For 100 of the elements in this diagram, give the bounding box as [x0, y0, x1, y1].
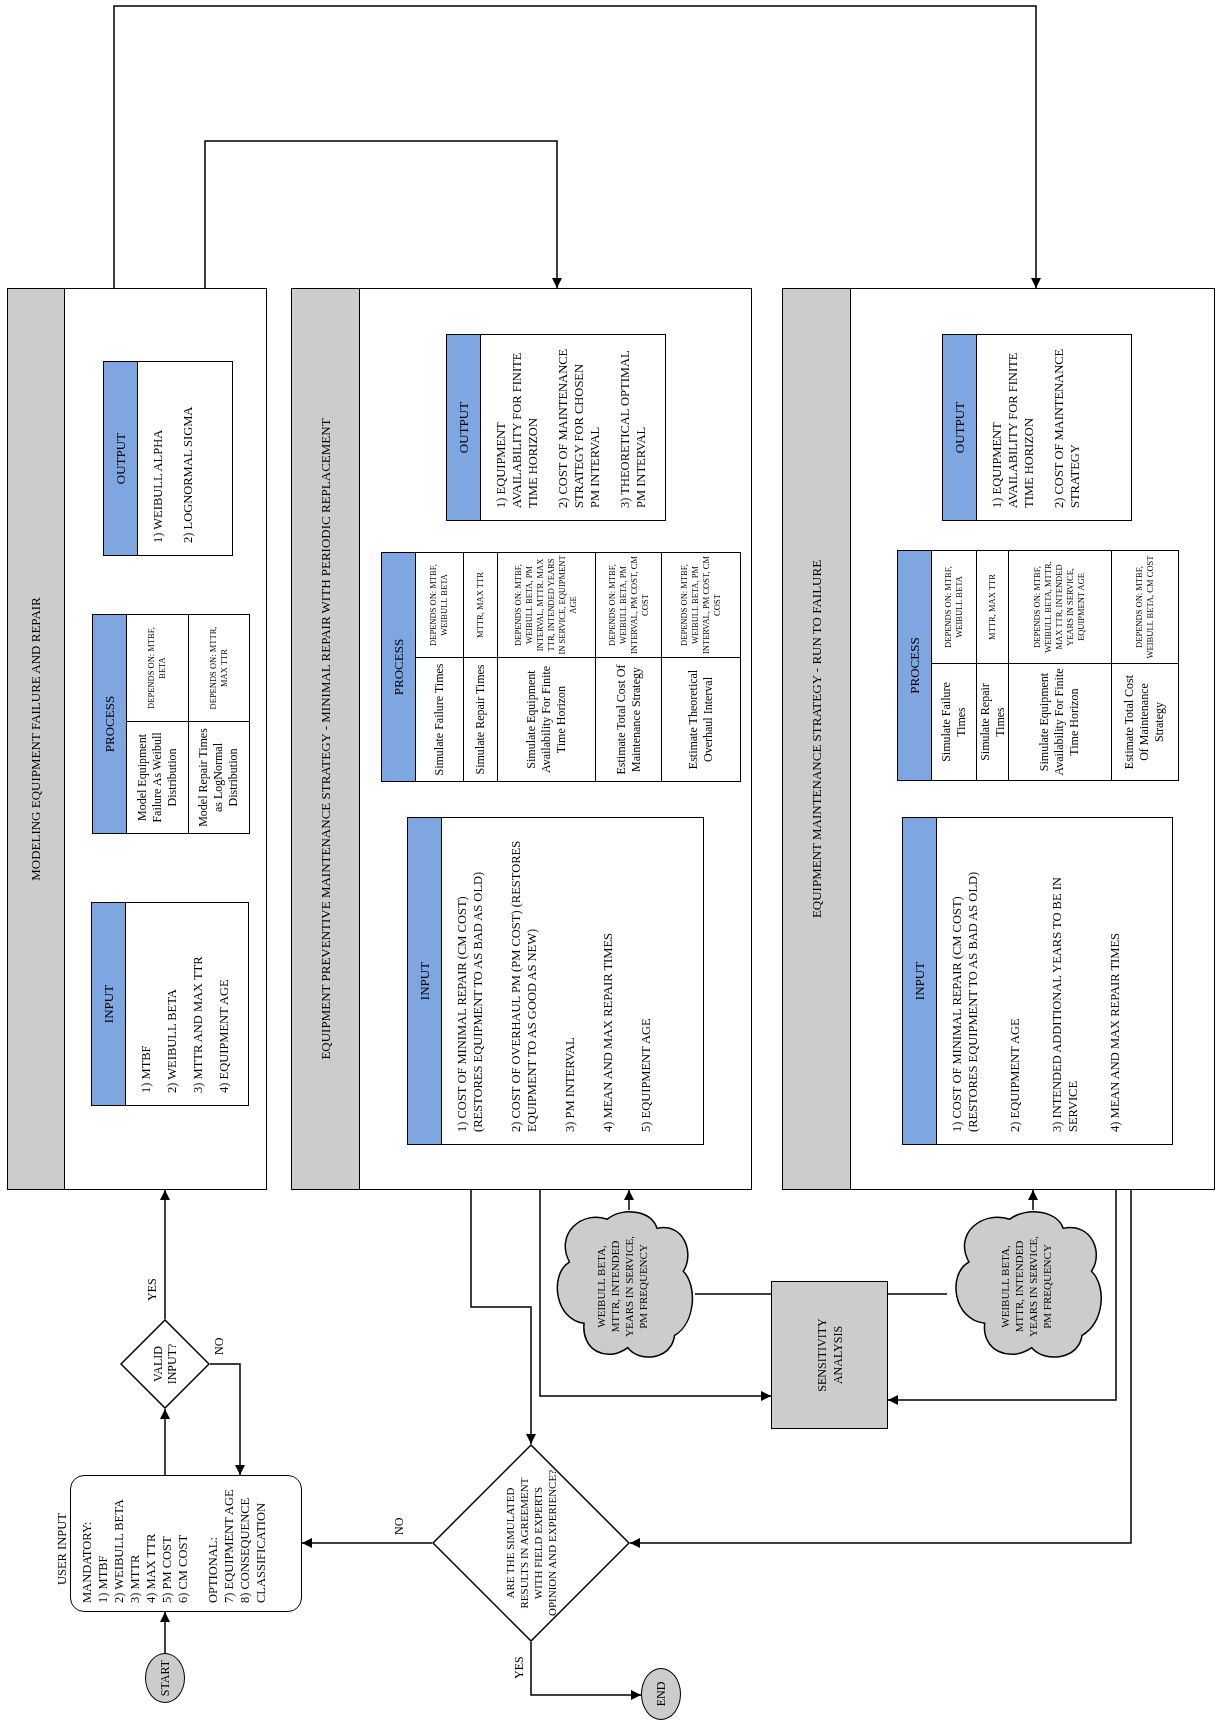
step-cell: Model Equipment Failure As Weibull Distribution: [127, 721, 188, 833]
list-item: 2) LOGNORMAL SIGMA: [180, 405, 196, 543]
step-cell: Estimate Total Cost Of Maintenance Strategy: [595, 657, 662, 781]
list-item: 1) COST OF MINIMAL REPAIR (CM COST) (RESTORES EQUIPMENT TO AS BAD AS OLD): [454, 870, 486, 1132]
process-table: [92, 614, 250, 834]
arrow: [204, 140, 562, 289]
list-item: 4) MEAN AND MAX REPAIR TIMES: [1107, 932, 1123, 1132]
panel-title: MODELING EQUIPMENT FAILURE AND REPAIR: [27, 597, 45, 881]
arrow: [209, 1363, 245, 1476]
list-item: 5) PM COST: [159, 1535, 175, 1603]
step-cell: Simulate Repair Times: [463, 657, 497, 781]
dependency-cell-text: MTTR, MAX TTR: [986, 573, 998, 642]
table-title: PROCESS: [100, 695, 118, 753]
list-item: 4) EQUIPMENT AGE: [216, 978, 232, 1093]
list-item: 5) EQUIPMENT AGE: [638, 1017, 654, 1132]
list-item: 2) WEIBULL BETA: [164, 988, 180, 1093]
dependency-cell-text: DEPENDS ON: MTBF, WEIBULL BETA, PM INTERVAL, PM COST, CM COST: [605, 555, 651, 656]
dependency-cell-text: DEPENDS ON: MTBF, BETA: [145, 626, 169, 711]
list-item: 3) INTENDED ADDITIONAL YEARS TO BE IN SERVICE: [1049, 876, 1081, 1132]
list-item: 3) MTTR: [127, 1553, 143, 1603]
list-item: 6) CM COST: [175, 1533, 191, 1603]
output-card: [446, 334, 666, 521]
step-cell: Estimate Total Cost Of Maintenance Strategy: [1111, 663, 1178, 780]
step-cell: Simulate Equipment Availability For Finite Time Horizon: [1009, 663, 1111, 780]
list-item: 3) THEORETICAL OPTIMAL PM INTERVAL: [617, 349, 649, 508]
arrow: [624, 1189, 634, 1211]
decision-diamond: [120, 1319, 210, 1409]
decision-diamond: [432, 1444, 630, 1642]
input-card: [902, 817, 1173, 1145]
arrow: [113, 5, 1041, 289]
decision-text: VALID INPUT?: [151, 1342, 179, 1387]
output-card: [942, 334, 1132, 521]
card-title: OUTPUT: [111, 432, 129, 485]
card-title: INPUT: [910, 961, 928, 1001]
dependency-cell-text: DEPENDS ON: MTBF, WEIBULL BETA: [427, 563, 451, 648]
decision-text: ARE THE SIMULATED RESULTS IN AGREEMENT WITH FIELD EXPERTS OPINION AND EXPERIENCE?: [503, 1469, 559, 1618]
list-item: 1) EQUIPMENT AVAILABILITY FOR FINITE TIME HORIZON: [989, 351, 1037, 508]
arrow: [470, 1189, 536, 1445]
list-item: 2) COST OF OVERHAUL PM (PM COST) (RESTORES EQUIPMENT TO AS GOOD AS NEW): [508, 839, 540, 1132]
edge-label: NO: [392, 1516, 406, 1536]
table-title: PROCESS: [389, 638, 407, 696]
dependency-cell-text: DEPENDS ON: MTBF, WEIBULL BETA, MTTR. MAX TTR, INTENDED YEARS IN SERVICE, EQUIPMENT AGE: [1031, 560, 1088, 655]
step-cell: Simulate Repair Times: [976, 663, 1009, 780]
arrow: [1028, 1189, 1038, 1211]
list-item: 2) WEIBULL BETA: [111, 1498, 127, 1603]
list-item: 8) CONSEQUENCE CLASSIFICATION: [237, 1496, 269, 1603]
edge-label: YES: [512, 1655, 526, 1680]
table-title: PROCESS: [905, 637, 923, 694]
list-item: 4) MAX TTR: [143, 1532, 159, 1603]
dependency-cell-text: DEPENDS ON: MTBF, WEIBULL BETA: [941, 565, 965, 650]
box-title: USER INPUT: [55, 1513, 70, 1585]
step-cell: Estimate Theoretical Overhaul Interval: [662, 657, 740, 781]
card-title: OUTPUT: [950, 401, 968, 454]
terminal-label: END: [653, 1681, 669, 1707]
list-item: 1) EQUIPMENT AVAILABILITY FOR FINITE TIME HORIZON: [493, 351, 541, 508]
arrow: [160, 1611, 170, 1654]
card-title: INPUT: [99, 984, 117, 1024]
terminal-label: START: [157, 1659, 173, 1697]
step-cell: Simulate Equipment Availability For Finite Time Horizon: [497, 657, 595, 781]
connector-line: [694, 1293, 772, 1295]
list-item: 2) COST OF MAINTENANCE STRATEGY: [1051, 347, 1083, 508]
list-item: 1) COST OF MINIMAL REPAIR (CM COST) (RESTORES EQUIPMENT TO AS BAD AS OLD): [949, 870, 981, 1132]
card-title: OUTPUT: [454, 401, 472, 454]
arrow: [301, 1538, 433, 1548]
process-table: [381, 552, 741, 782]
list-item: 3) PM INTERVAL: [562, 1036, 578, 1132]
panel-title: EQUIPMENT PREVENTIVE MAINTENANCE STRATEGY - MINIMAL REPAIR WITH PERIODIC REPLACEMENT: [316, 418, 334, 1060]
edge-label: NO: [212, 1336, 226, 1356]
list-item: 1) MTBF: [138, 1044, 154, 1093]
card-title: INPUT: [415, 961, 433, 1001]
step-cell: Simulate Failure Times: [932, 663, 976, 780]
list-item: 4) MEAN AND MAX REPAIR TIMES: [600, 932, 616, 1132]
dependency-cell-text: DEPENDS ON: MTBF, WEIBULL BETA, PM INTERVAL, PM COST, CM COST: [678, 555, 724, 656]
step-cell: Simulate Failure Times: [416, 657, 463, 781]
list-item: 7) EQUIPMENT AGE: [221, 1488, 237, 1603]
arrow: [530, 1641, 642, 1700]
connector-line: [887, 1293, 948, 1295]
analysis-box: [771, 1281, 888, 1429]
dependency-cell-text: DEPENDS ON: MTBF, WEIBULL BETA, PM INTERVAL, MTTR. MAX TTR, INTENDED YEARS IN SERVICE, EQUIPMENT AGE: [512, 554, 580, 657]
swimlane-panel: [291, 288, 752, 1190]
terminal-ellipse: [641, 1668, 681, 1720]
list-item: 2) COST OF MAINTENANCE STRATEGY FOR CHOSEN PM INTERVAL: [555, 347, 603, 508]
arrow: [160, 1408, 170, 1476]
list-item: 2) EQUIPMENT AGE: [1007, 1017, 1023, 1132]
edge-label: YES: [145, 1277, 159, 1302]
process-table: [897, 550, 1179, 781]
cloud-text: WEIBULL BETA, MTTR, INTENDED YEARS IN SERVICE, PM FREQUENCY: [997, 1235, 1054, 1339]
list-item: OPTIONAL:: [205, 1536, 221, 1603]
arrow: [887, 1189, 1117, 1405]
arrow: [629, 1189, 1132, 1548]
swimlane-panel: [782, 288, 1215, 1190]
analysis-label: SENSITIVITY ANALYSIS: [813, 1317, 846, 1394]
dependency-cell-text: MTTR, MAX TTR: [473, 571, 486, 640]
dependency-cell-text: DEPENDS ON: MTTR, MAX TTR: [207, 625, 230, 712]
list-item: 1) WEIBULL ALPHA: [150, 428, 166, 543]
arrow: [160, 1189, 170, 1320]
panel-title: EQUIPMENT MAINTENANCE STRATEGY - RUN TO FAILURE: [807, 559, 825, 919]
terminal-ellipse: [145, 1653, 185, 1703]
list-item: MANDATORY:: [79, 1520, 95, 1603]
step-cell: Model Repair Times as LogNormal Distribution: [189, 721, 249, 833]
